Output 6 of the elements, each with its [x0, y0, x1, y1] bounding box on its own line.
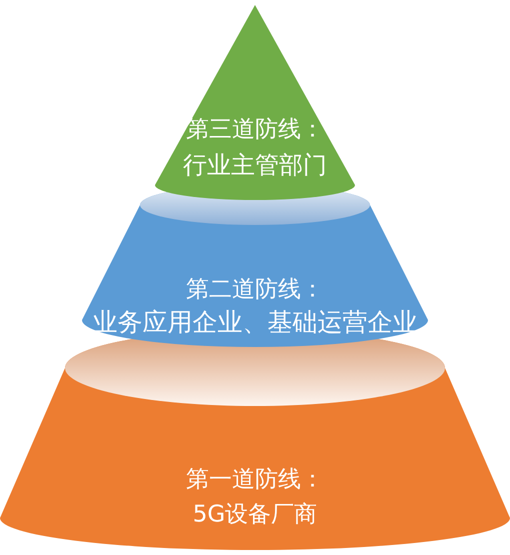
tier-text: 5G设备厂商 [192, 502, 318, 528]
tier-text: 行业主管部门 [183, 152, 327, 178]
tier-heading: 第一道防线： [186, 467, 324, 493]
tier-text: 业务应用企业、基础运营企业 [92, 308, 418, 336]
tier-heading: 第二道防线： [186, 277, 324, 303]
tier-heading: 第三道防线： [186, 117, 324, 143]
